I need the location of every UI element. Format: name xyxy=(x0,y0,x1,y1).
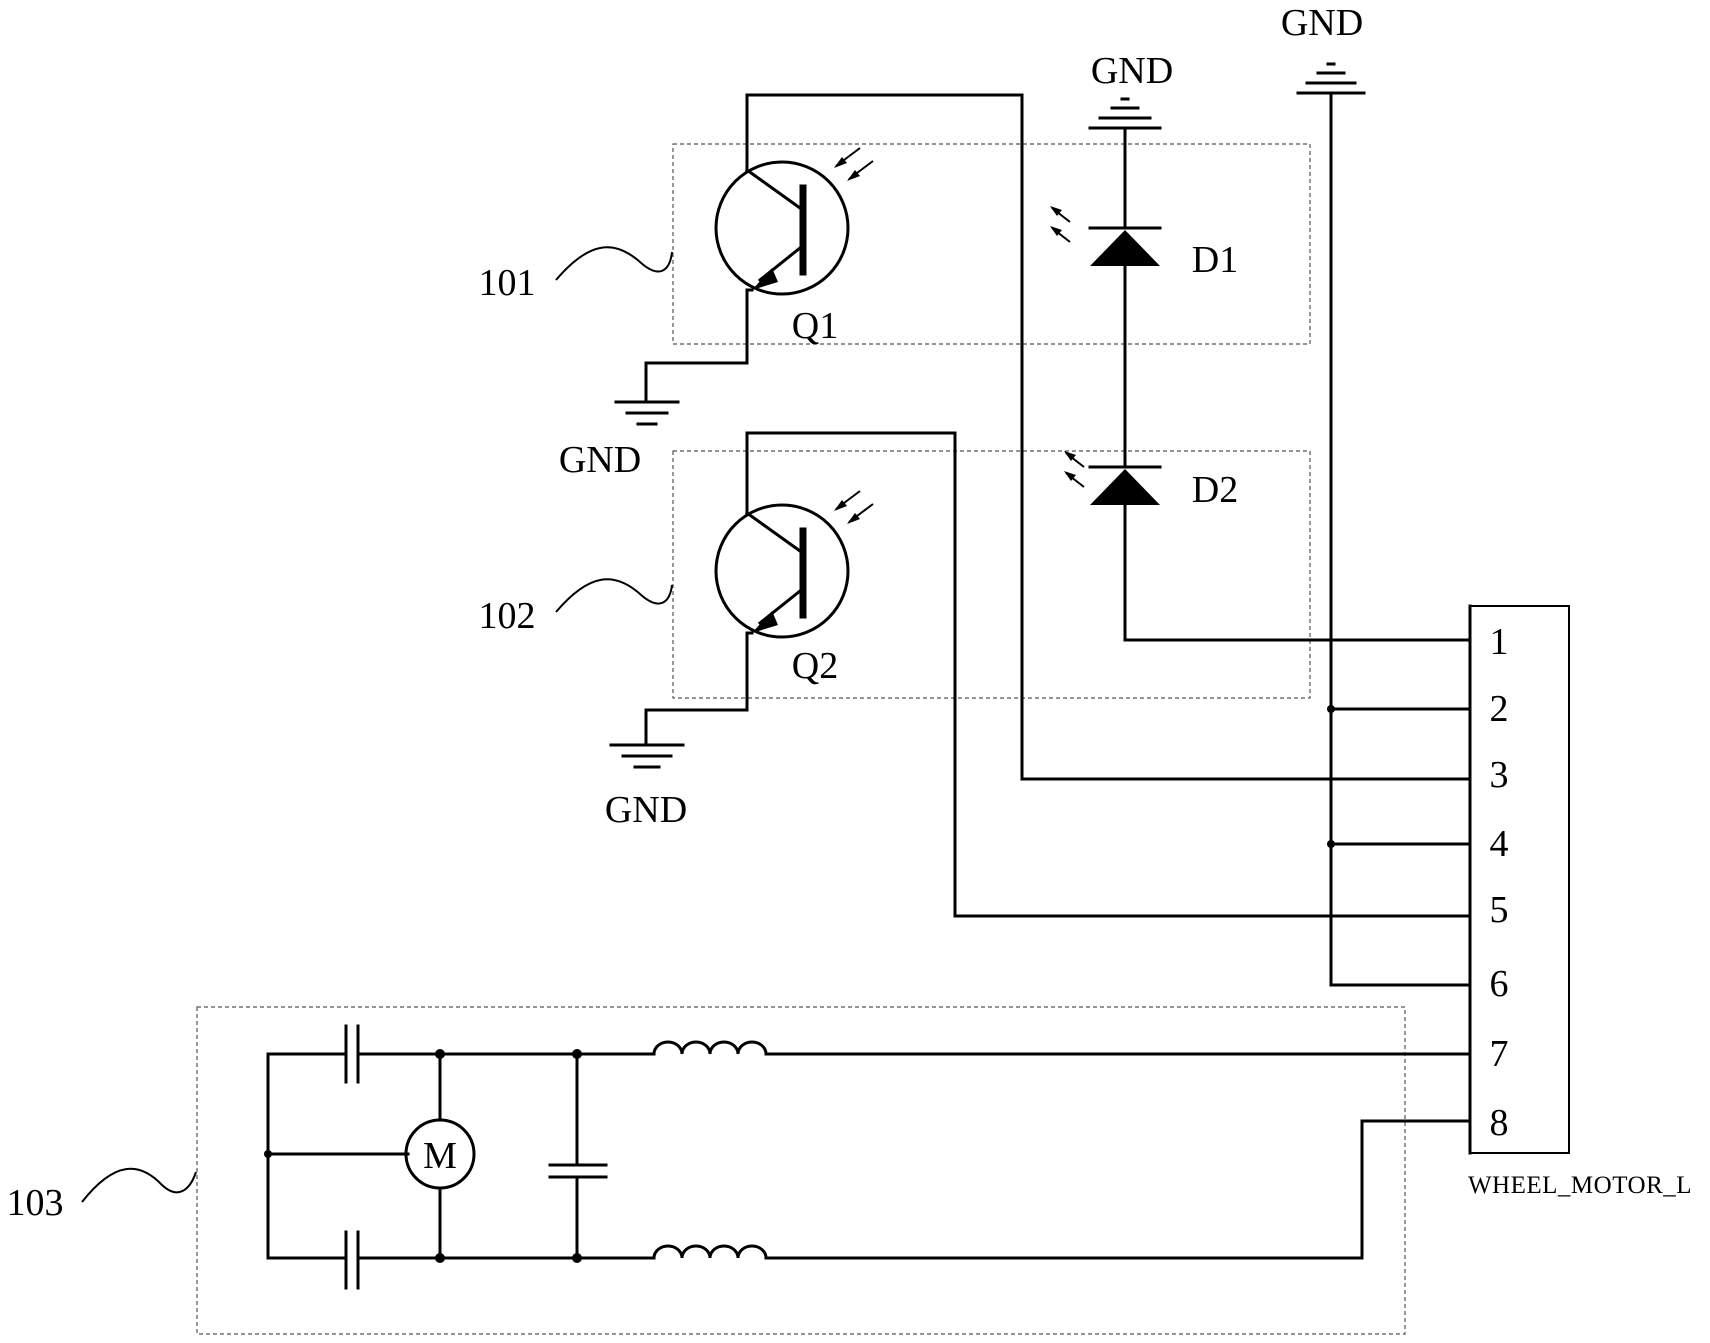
ref-label-103: 103 xyxy=(7,1182,64,1224)
gnd-label-q1: GND xyxy=(559,439,641,481)
connector-pin-8: 8 xyxy=(1490,1102,1509,1144)
led-d1 xyxy=(1050,206,1162,266)
ground-symbol-rail xyxy=(1296,62,1366,95)
q1-label: Q1 xyxy=(792,305,838,347)
wire-d2-pin1 xyxy=(1123,503,1472,642)
q2-label: Q2 xyxy=(792,645,838,687)
junction-pin4 xyxy=(1327,840,1335,848)
connector-pin-1: 1 xyxy=(1490,621,1509,663)
leader-101 xyxy=(555,246,673,281)
wire-gnd-rail xyxy=(1329,91,1472,987)
connector-pin-3: 3 xyxy=(1490,754,1509,796)
connector-body xyxy=(1469,605,1570,1154)
ground-symbol-d1 xyxy=(1088,97,1162,230)
connector-pin-4: 4 xyxy=(1490,823,1509,865)
motor-label: M xyxy=(423,1135,457,1177)
ground-symbol-q1 xyxy=(614,400,680,426)
phototransistor-q1 xyxy=(644,93,874,404)
connector-pin-2: 2 xyxy=(1490,688,1509,730)
module-box-103 xyxy=(196,1006,1406,1335)
leader-103 xyxy=(81,1167,197,1203)
motor-filter-circuit xyxy=(264,1024,1472,1290)
connector-label: WHEEL_MOTOR_L xyxy=(1468,1172,1692,1199)
connector-pin-7: 7 xyxy=(1490,1033,1509,1075)
junction-pin2 xyxy=(1327,705,1335,713)
led-d2 xyxy=(1064,451,1162,505)
connector-pin-5: 5 xyxy=(1490,889,1509,931)
connector-pin-6: 6 xyxy=(1490,963,1509,1005)
motor-symbol: M xyxy=(404,1118,476,1190)
module-box-102 xyxy=(672,450,1311,699)
d2-label: D2 xyxy=(1192,469,1238,511)
gnd-label-top-right: GND xyxy=(1281,2,1363,44)
gnd-label-q2: GND xyxy=(605,789,687,831)
d1-label: D1 xyxy=(1192,239,1238,281)
phototransistor-q2 xyxy=(644,431,874,747)
wire-q2-pin5 xyxy=(745,431,1472,918)
gnd-label-d1: GND xyxy=(1091,50,1173,92)
ref-label-102: 102 xyxy=(479,595,536,637)
ground-symbol-q2 xyxy=(609,743,685,769)
ref-label-101: 101 xyxy=(479,262,536,304)
leader-102 xyxy=(555,578,673,613)
module-box-101 xyxy=(672,143,1311,345)
wire-q1-pin3 xyxy=(745,93,1472,781)
